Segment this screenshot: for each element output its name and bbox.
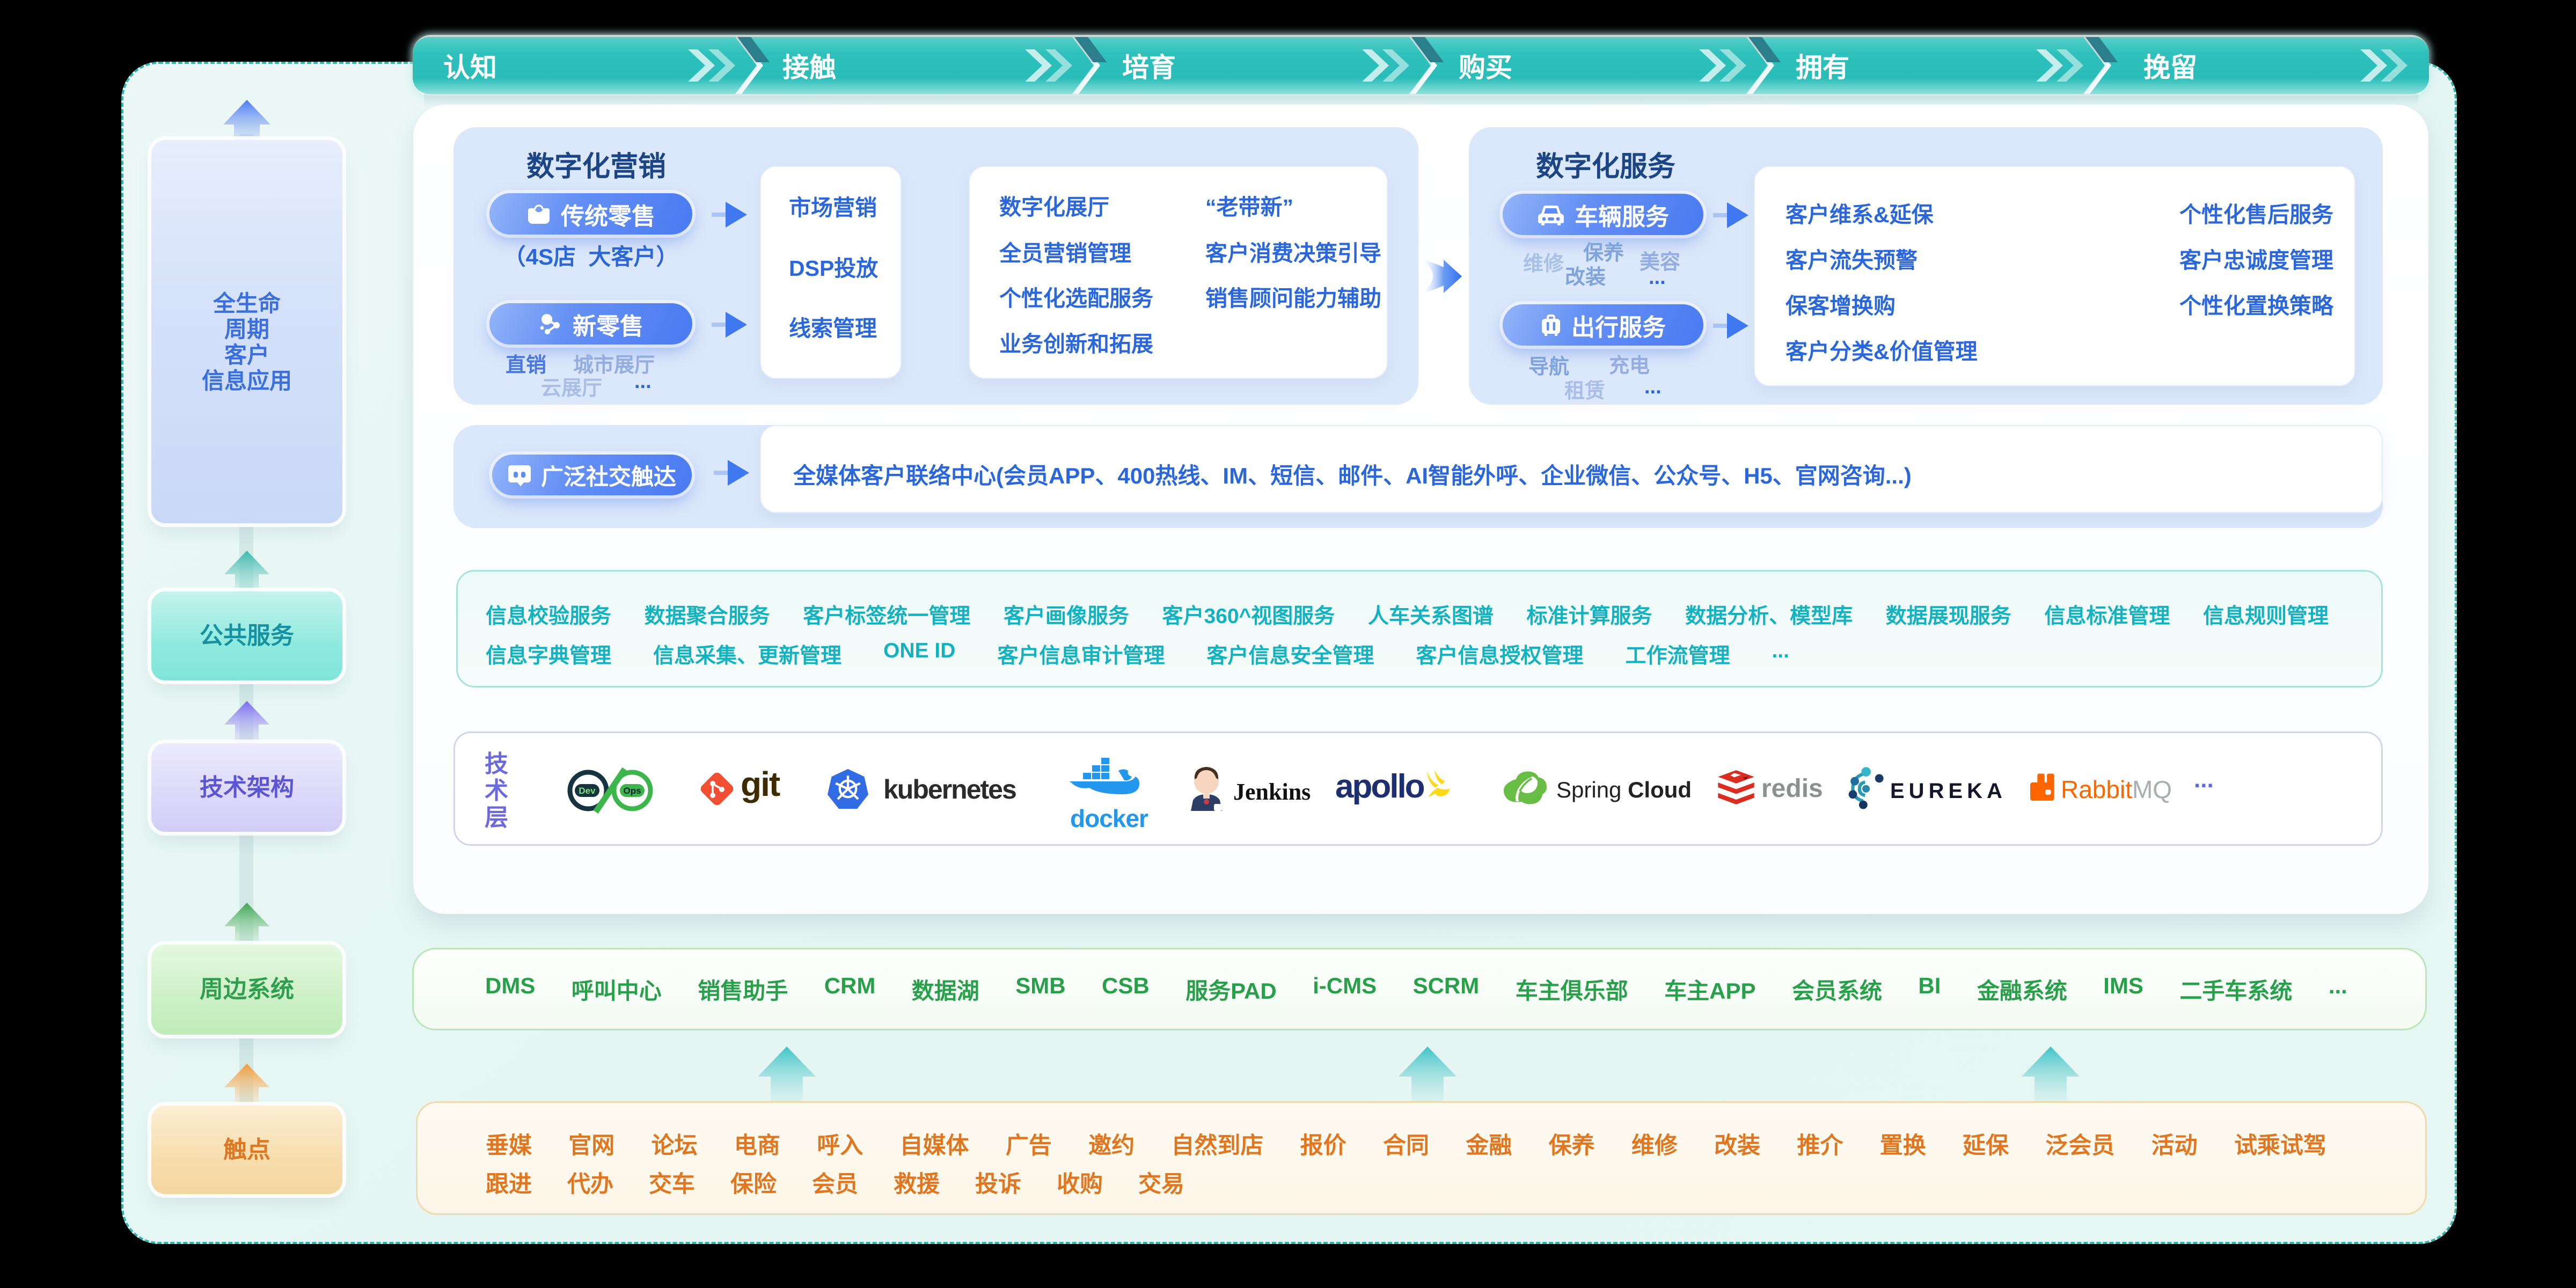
svg-text:Dev: Dev [579,786,596,796]
svg-text:Ops: Ops [623,786,641,796]
